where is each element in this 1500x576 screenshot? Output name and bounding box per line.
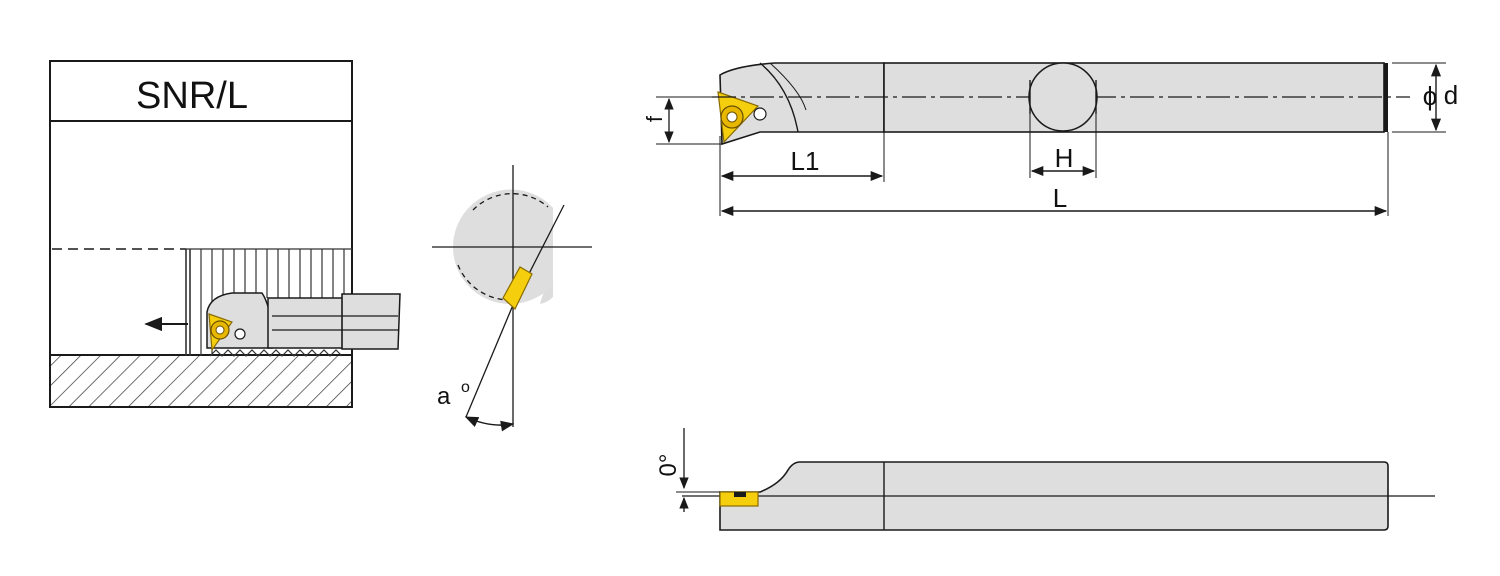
panel-title: SNR/L xyxy=(136,75,248,117)
tilt-line xyxy=(465,304,514,418)
bar-head xyxy=(719,62,885,146)
dim-d-label: d xyxy=(1444,80,1458,110)
angle-detail: a o xyxy=(432,165,592,432)
section-circle xyxy=(1028,62,1098,132)
side-angle-label: 0° xyxy=(655,454,682,477)
boring-bar-mini xyxy=(206,292,401,352)
dim-phi-symbol: ϕ xyxy=(1423,81,1438,111)
dim-L-label: L xyxy=(1053,183,1067,213)
angle-arc xyxy=(464,416,515,432)
operation-panel: SNR/L xyxy=(49,60,401,408)
workpiece-section xyxy=(49,354,353,408)
dim-H-label: H xyxy=(1055,143,1074,173)
dim-L1-label: L1 xyxy=(791,146,820,176)
dim-f-label: f xyxy=(642,115,667,122)
angle-label: a xyxy=(437,383,451,410)
insert-section xyxy=(502,266,533,310)
thread-grooves xyxy=(185,248,352,357)
side-view: 0° xyxy=(655,428,1435,531)
top-view: f L1 H L ϕ d xyxy=(642,62,1458,217)
angle-degree-mark: o xyxy=(461,379,470,396)
